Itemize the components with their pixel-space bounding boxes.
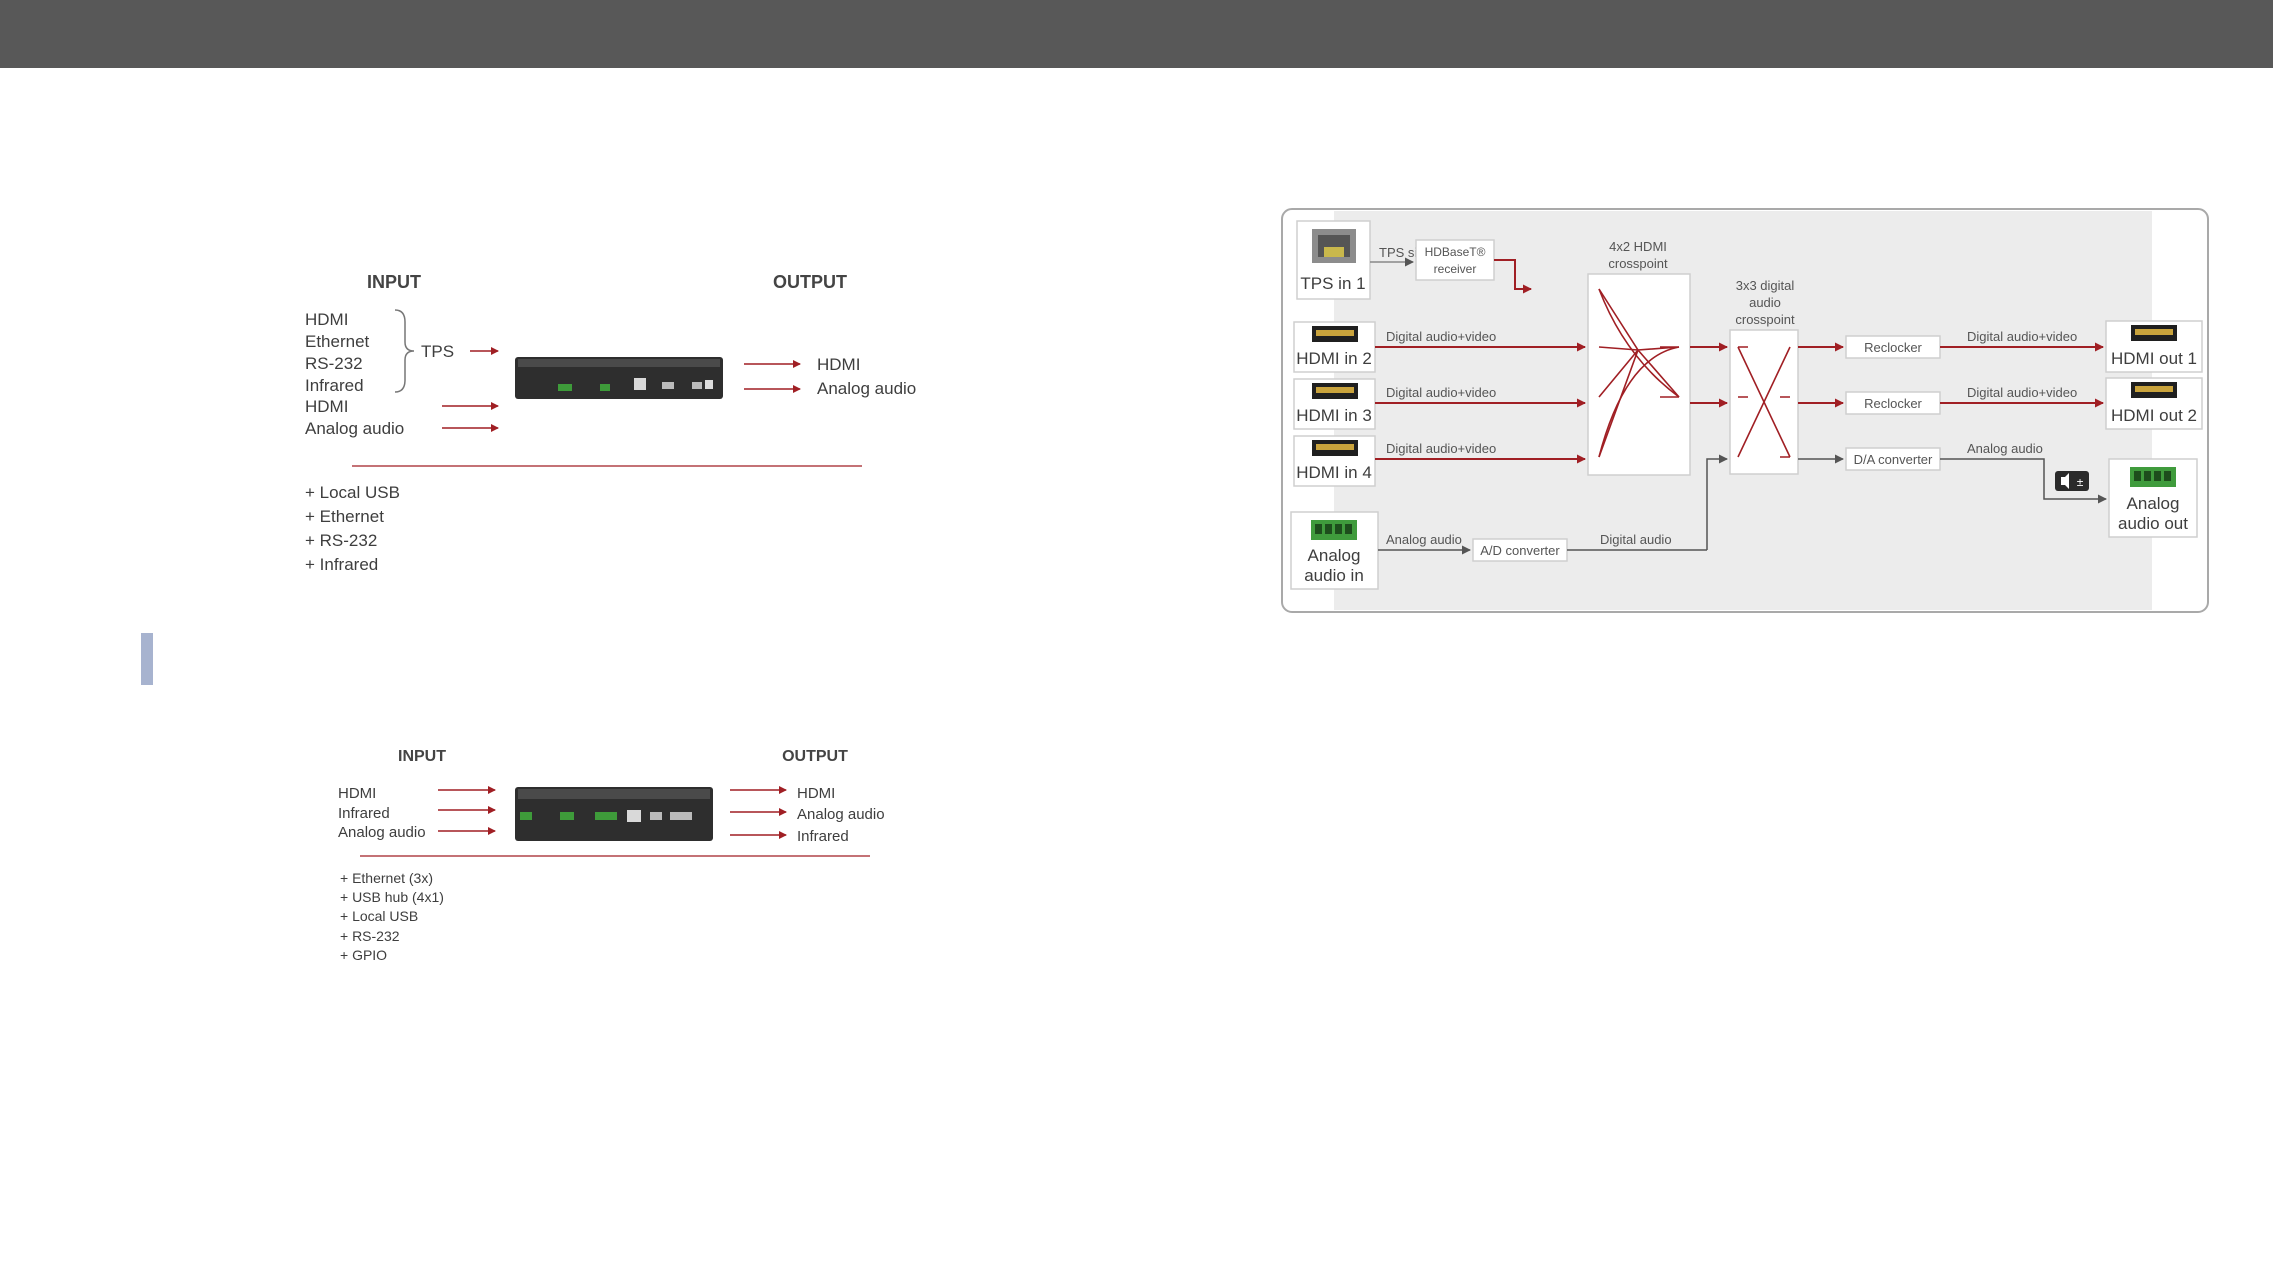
extra-feature: + GPIO [340,947,387,963]
output-header: OUTPUT [773,272,847,292]
svg-text:HDBaseT®: HDBaseT® [1425,245,1486,259]
signal-flow-diagram-2: INPUT OUTPUT HDMI Infrared Analog audio … [338,748,885,963]
tps-in-node: TPS in 1 [1296,220,1371,300]
output-label: HDMI [797,785,835,802]
input-header: INPUT [398,748,446,765]
hdmi-crosspoint-label: 4x2 HDMI [1609,239,1667,254]
svg-text:HDMI in 2: HDMI in 2 [1296,349,1372,368]
input-label: RS-232 [305,354,363,373]
svg-text:crosspoint: crosspoint [1735,312,1795,327]
hdmi-in-node: HDMI in 3 [1293,378,1376,430]
block-diagram: TPS in 1 TPS signal HDBaseT® receiver 4x… [1281,208,2209,613]
svg-text:HDMI out 1: HDMI out 1 [2111,349,2197,368]
signal-label: Digital audio+video [1967,385,2077,400]
audio-crosspoint [1729,329,1799,475]
input-label: Infrared [305,376,364,395]
svg-text:receiver: receiver [1434,262,1477,276]
extra-feature: + Ethernet (3x) [340,870,433,886]
svg-text:HDMI in 4: HDMI in 4 [1296,463,1372,482]
input-header: INPUT [367,272,421,292]
signal-label: Digital audio+video [1386,441,1496,456]
reclocker: Reclocker [1845,391,1941,415]
signal-label: Digital audio+video [1967,329,2077,344]
device-image [515,787,713,841]
input-label: HDMI [305,397,348,416]
svg-text:D/A converter: D/A converter [1854,452,1933,467]
tps-label: TPS [421,342,454,361]
signal-flow-diagram-1: INPUT OUTPUT HDMI Ethernet RS-232 Infrar… [305,272,916,574]
input-label: HDMI [305,310,348,329]
output-label: Analog audio [817,379,916,398]
output-label: Infrared [797,828,849,845]
volume-icon: ± [2055,471,2089,491]
svg-text:audio: audio [1749,295,1781,310]
svg-text:Analog: Analog [1308,546,1361,565]
svg-text:Reclocker: Reclocker [1864,340,1922,355]
input-label: Ethernet [305,332,370,351]
extra-feature: + Local USB [305,483,400,502]
input-label: Analog audio [305,419,404,438]
signal-label: Digital audio [1600,532,1672,547]
output-label: Analog audio [797,806,885,823]
device-image [515,357,723,399]
svg-text:Reclocker: Reclocker [1864,396,1922,411]
extra-feature: + RS-232 [305,531,377,550]
analog-audio-in-node: Analog audio in [1290,511,1379,590]
output-label: HDMI [817,355,860,374]
signal-label: Digital audio+video [1386,329,1496,344]
svg-text:audio out: audio out [2118,514,2188,533]
svg-text:HDMI out 2: HDMI out 2 [2111,406,2197,425]
svg-text:±: ± [2077,475,2084,489]
reclocker: Reclocker [1845,335,1941,359]
ad-converter: A/D converter [1472,538,1568,562]
svg-text:HDMI in 3: HDMI in 3 [1296,406,1372,425]
svg-text:3x3 digital: 3x3 digital [1736,278,1795,293]
signal-label: Analog audio [1386,532,1462,547]
hdmi-crosspoint-label: crosspoint [1608,256,1668,271]
tps-in-label: TPS in 1 [1300,274,1365,293]
hdmi-out-node: HDMI out 1 [2105,320,2203,373]
input-label: Analog audio [338,824,426,841]
svg-text:audio in: audio in [1304,566,1364,585]
extra-feature: + USB hub (4x1) [340,889,444,905]
hdbaset-receiver: HDBaseT® receiver [1415,239,1495,281]
hdmi-out-node: HDMI out 2 [2105,377,2203,430]
section-marker [141,633,153,685]
input-label: HDMI [338,785,376,802]
extra-feature: + Ethernet [305,507,384,526]
input-label: Infrared [338,805,390,822]
hdmi-crosspoint [1587,273,1691,476]
extra-feature: + Infrared [305,555,378,574]
hdmi-in-node: HDMI in 2 [1293,321,1376,373]
da-converter: D/A converter [1845,447,1941,471]
svg-text:A/D converter: A/D converter [1480,543,1560,558]
signal-label: Digital audio+video [1386,385,1496,400]
extra-feature: + RS-232 [340,928,400,944]
svg-text:Analog: Analog [2127,494,2180,513]
brace [394,309,415,393]
hdmi-in-node: HDMI in 4 [1293,435,1376,487]
header-bar [0,0,2273,68]
extra-feature: + Local USB [340,908,418,924]
output-header: OUTPUT [782,748,848,765]
signal-label: Analog audio [1967,441,2043,456]
analog-audio-out-node: Analog audio out [2108,458,2198,538]
